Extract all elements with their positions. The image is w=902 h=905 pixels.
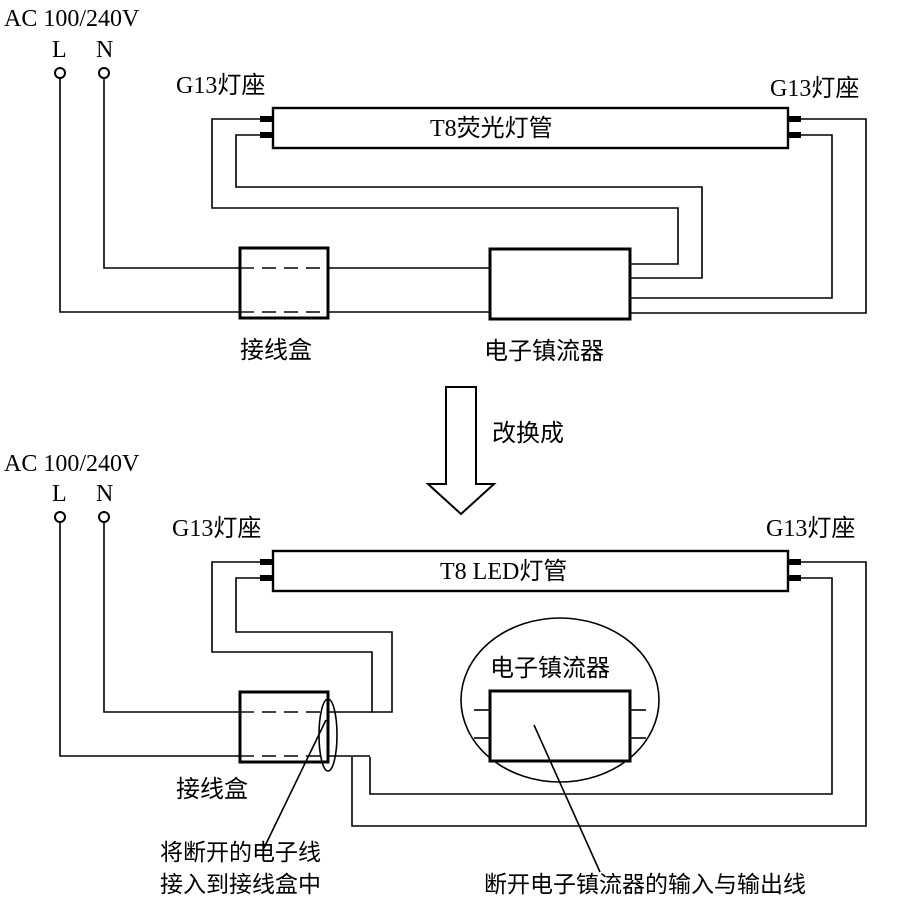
bottom-tube-pin-right-2: [788, 575, 801, 581]
top-junction-box-label: 接线盒: [240, 337, 312, 364]
bottom-ballast-label: 电子镇流器: [490, 655, 610, 682]
arrow-label: 改换成: [492, 420, 564, 447]
bottom-tube-pin-right-1: [788, 559, 801, 565]
bottom-note-right-leader: [533, 724, 601, 873]
bottom-wire-right-outer: [351, 561, 867, 827]
bottom-socket-right-label: G13灯座: [766, 515, 855, 542]
bottom-l-terminal: [54, 511, 66, 523]
transform-arrow: 改换成: [425, 386, 564, 516]
top-diagram: AC 100/240V L N G13灯座 G13灯座 T8荧光灯管 接线盒 电…: [4, 6, 867, 365]
top-fluorescent-tube: [271, 106, 790, 150]
top-n-label: N: [96, 37, 113, 63]
bottom-tube-pin-left-1: [260, 559, 273, 565]
top-tube-label: T8荧光灯管: [430, 115, 553, 142]
top-tube-pin-left-2: [260, 132, 273, 138]
bottom-junction-box: [238, 690, 330, 764]
bottom-ac-label: AC 100/240V: [4, 451, 140, 477]
top-socket-left-label: G13灯座: [176, 72, 265, 99]
down-arrow-icon: [425, 386, 497, 516]
top-wire-left-inner: [235, 134, 703, 279]
top-tube-pin-right-2: [788, 132, 801, 138]
top-l-terminal: [54, 67, 66, 79]
bottom-note-left-leader: [263, 719, 327, 849]
bottom-l-label: L: [52, 481, 67, 507]
top-wire-live: [59, 78, 490, 313]
top-n-terminal: [98, 67, 110, 79]
bottom-disconnected-ballast: [488, 689, 632, 763]
bottom-wire-right-inner: [369, 577, 833, 795]
top-ac-label: AC 100/240V: [4, 6, 140, 32]
top-ballast-label: 电子镇流器: [484, 338, 604, 365]
top-junction-box: [238, 246, 330, 320]
bottom-n-terminal: [98, 511, 110, 523]
bottom-wire-neutral: [103, 522, 240, 713]
bottom-tube-pin-left-2: [260, 575, 273, 581]
bottom-led-tube: [271, 549, 790, 593]
bottom-socket-left-label: G13灯座: [172, 515, 261, 542]
bottom-junction-box-label: 接线盒: [176, 776, 248, 803]
bottom-wire-left-inner: [235, 577, 393, 713]
bottom-diagram: AC 100/240V L N G13灯座 G13灯座 T8 LED灯管 接线盒: [4, 451, 867, 897]
bottom-note-left-line2: 接入到接线盒中: [160, 872, 321, 897]
top-wire-right-outer: [630, 118, 867, 314]
top-electronic-ballast: [488, 247, 632, 321]
bottom-tube-label: T8 LED灯管: [440, 558, 567, 585]
top-tube-pin-right-1: [788, 116, 801, 122]
top-wire-right-inner: [630, 134, 833, 299]
bottom-note-right: 断开电子镇流器的输入与输出线: [484, 872, 806, 897]
top-tube-pin-left-1: [260, 116, 273, 122]
bottom-wire-live: [59, 522, 240, 757]
bottom-n-label: N: [96, 481, 113, 507]
top-wire-neutral: [103, 78, 490, 269]
top-l-label: L: [52, 37, 67, 63]
top-socket-right-label: G13灯座: [770, 75, 859, 102]
bottom-wire-left-outer: [211, 561, 373, 713]
bottom-note-left-line1: 将断开的电子线: [160, 840, 321, 865]
top-wire-left-outer: [211, 118, 679, 265]
